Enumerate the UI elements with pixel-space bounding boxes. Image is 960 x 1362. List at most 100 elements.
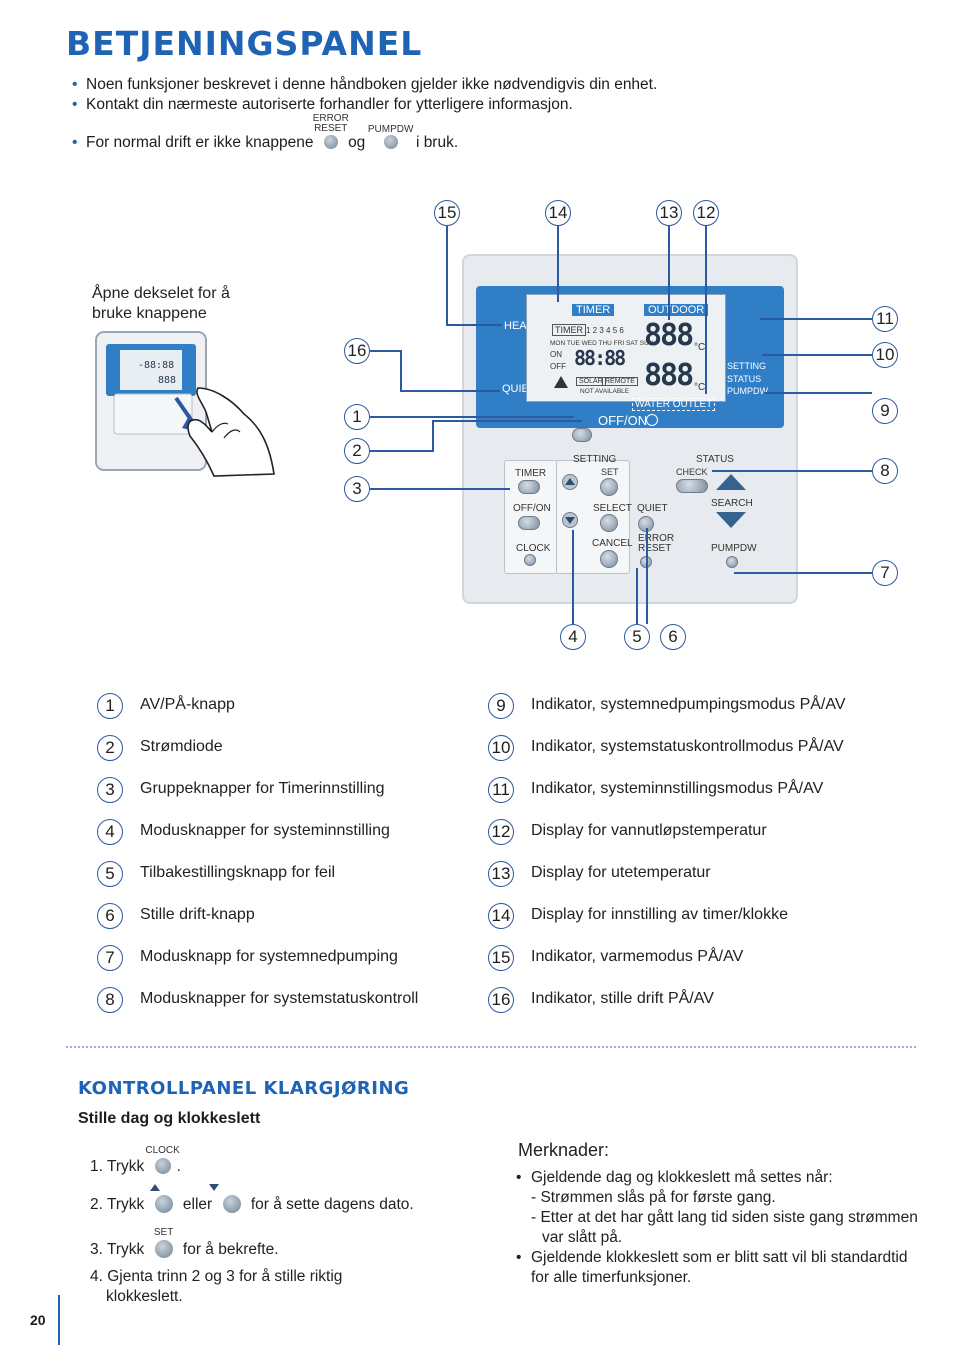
legend-text-9: Indikator, systemnedpumpingsmodus PÅ/AV xyxy=(531,696,846,713)
step-4-line-2: klokkeslett. xyxy=(106,1288,183,1305)
clock-caption: CLOCK xyxy=(145,1145,180,1156)
leader-12 xyxy=(705,224,707,394)
note-sub-2: - Etter at det har gått lang tid siden s… xyxy=(531,1209,918,1226)
up-arrow-icon xyxy=(565,478,575,485)
legend-num-3: 3 xyxy=(97,777,123,803)
legend-num-9: 9 xyxy=(488,693,514,719)
set-button[interactable] xyxy=(600,478,618,496)
leader-9 xyxy=(764,392,872,394)
lcd-remote: REMOTE xyxy=(602,377,638,386)
page-number: 20 xyxy=(30,1312,46,1328)
callout-1: 1 xyxy=(344,404,370,430)
page-number-bar xyxy=(58,1295,60,1345)
leader-16-h2 xyxy=(400,390,500,392)
cancel-button[interactable] xyxy=(600,550,618,568)
lcd-on: ON xyxy=(550,350,562,359)
legend-text-7: Modusknapp for systemnedpumping xyxy=(140,948,398,965)
svg-text:888: 888 xyxy=(158,375,176,386)
legend-text-6: Stille drift-knapp xyxy=(140,906,255,923)
leader-16 xyxy=(370,350,400,352)
leader-15-h xyxy=(446,324,502,326)
legend-text-13: Display for utetemperatur xyxy=(531,864,711,881)
note-bullet-2-cont: for alle timerfunksjoner. xyxy=(531,1269,692,1286)
status-up-arrow-button[interactable] xyxy=(716,474,746,490)
timer-button[interactable] xyxy=(518,480,540,494)
quiet-button-label: QUIET xyxy=(637,503,668,514)
timer-label: TIMER xyxy=(572,304,615,316)
lcd-not-available: NOT AVAILABLE xyxy=(580,388,630,395)
legend-text-1: AV/PÅ-knapp xyxy=(140,696,235,713)
leader-10 xyxy=(762,354,872,356)
legend-text-12: Display for vannutløpstemperatur xyxy=(531,822,767,839)
search-down-arrow-button[interactable] xyxy=(716,512,746,528)
set-label: SET xyxy=(601,467,619,477)
pumpdw-button-label: PUMPDW xyxy=(711,543,757,554)
check-button[interactable] xyxy=(676,479,708,493)
normal-op-prefix: For normal drift er ikke knappene xyxy=(86,134,314,151)
callout-12: 12 xyxy=(693,200,719,226)
page-title: BETJENINGSPANEL xyxy=(66,24,423,63)
pumpdw-caption: PUMPDW xyxy=(367,124,414,135)
power-icon xyxy=(646,414,658,426)
leader-1 xyxy=(370,416,574,418)
pumpdw-indicator: PUMPDW xyxy=(727,386,768,396)
leader-5 xyxy=(636,568,638,624)
legend-num-10: 10 xyxy=(488,735,514,761)
pumpdw-button[interactable] xyxy=(726,556,738,568)
callout-9: 9 xyxy=(872,398,898,424)
down-arrow-icon xyxy=(565,517,575,524)
off-on-button[interactable] xyxy=(572,428,592,442)
lcd-solar: SOLAR xyxy=(576,377,606,386)
legend-num-15: 15 xyxy=(488,945,514,971)
check-label: CHECK xyxy=(676,467,708,477)
select-button[interactable] xyxy=(600,514,618,532)
legend-text-14: Display for innstilling av timer/klokke xyxy=(531,906,788,923)
lcd-deg-bottom: °C xyxy=(694,382,706,393)
note-sub-1: - Strømmen slås på for første gang. xyxy=(531,1189,776,1206)
legend-num-16: 16 xyxy=(488,987,514,1013)
timer-button-label: TIMER xyxy=(515,468,547,479)
legend-num-8: 8 xyxy=(97,987,123,1013)
normal-op-suffix: i bruk. xyxy=(415,134,459,151)
legend-text-11: Indikator, systeminnstillingsmodus PÅ/AV xyxy=(531,780,824,797)
up-button-icon xyxy=(154,1195,173,1213)
bullet-normal-op: For normal drift er ikke knappene ERRORR… xyxy=(72,114,657,154)
status-indicator: STATUS xyxy=(727,374,762,384)
lcd-off: OFF xyxy=(550,362,566,371)
status-group-label: STATUS xyxy=(696,454,734,465)
callout-14: 14 xyxy=(545,200,571,226)
leader-11 xyxy=(760,318,872,320)
outdoor-label: OUTDOOR xyxy=(644,304,709,316)
step-2: 2. Trykk eller for å sette dagens dato. xyxy=(90,1195,414,1213)
note-bullet-2: •Gjeldende klokkeslett som er blitt satt… xyxy=(516,1249,908,1266)
legend-text-4: Modusknapper for systeminnstilling xyxy=(140,822,390,839)
select-label: SELECT xyxy=(593,503,632,514)
leader-2-v xyxy=(432,420,434,452)
set-button-icon: SET xyxy=(154,1228,173,1258)
open-cover-text: Åpne dekselet for å bruke knappene xyxy=(92,285,230,322)
clock-label: CLOCK xyxy=(516,543,551,554)
legend-num-4: 4 xyxy=(97,819,123,845)
setting-group-label: SETTING xyxy=(573,454,617,465)
leader-13 xyxy=(668,224,670,320)
callout-13: 13 xyxy=(656,200,682,226)
callout-15: 15 xyxy=(434,200,460,226)
normal-op-joiner: og xyxy=(348,134,366,151)
lcd-timer-box: TIMER xyxy=(552,324,586,336)
leader-15 xyxy=(446,224,448,326)
error-label: ERROR xyxy=(638,533,675,544)
legend-text-5: Tilbakestillingsknapp for feil xyxy=(140,864,336,881)
leader-16-v xyxy=(400,350,402,392)
hand-opening-cover-illustration: -88:88 888 xyxy=(95,331,275,477)
setting-indicator: SETTING xyxy=(727,361,767,371)
legend-text-16: Indikator, stille drift PÅ/AV xyxy=(531,990,714,1007)
warning-icon xyxy=(554,376,568,388)
note-sub-2-cont: var slått på. xyxy=(542,1229,623,1246)
bullet-1: Noen funksjoner beskrevet i denne håndbo… xyxy=(72,75,657,95)
water-outlet-label: WATER OUTLET xyxy=(632,398,716,411)
callout-3: 3 xyxy=(344,476,370,502)
clock-button[interactable] xyxy=(524,554,536,566)
timer-off-on-button[interactable] xyxy=(518,516,540,530)
legend-num-7: 7 xyxy=(97,945,123,971)
